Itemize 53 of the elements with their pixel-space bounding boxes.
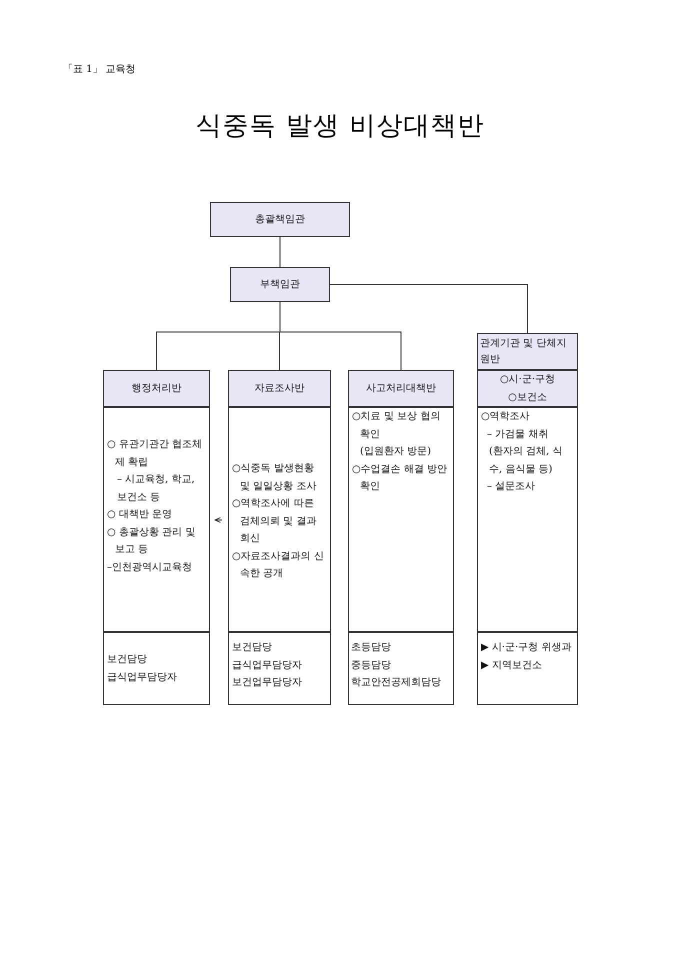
connector-line: [330, 284, 528, 334]
duty-text: ○ 유관기관간 협조체제 확립: [107, 438, 204, 470]
group-name: 총괄책임관: [255, 212, 305, 227]
staff-box: [228, 632, 331, 705]
duty-box: [103, 407, 210, 632]
duty-box: [477, 407, 578, 632]
header-box: [348, 370, 454, 407]
staff-text: 급식업무담당자: [107, 670, 178, 684]
header-box: [230, 267, 330, 302]
staff-text: ▶ 지역보건소: [481, 658, 543, 672]
group-name: 사고처리대책반: [366, 382, 436, 396]
duty-text: (환자의 검체, 식수, 음식물 등): [488, 445, 564, 476]
staff-box: [477, 632, 578, 705]
duty-box: [228, 407, 331, 632]
group-name: 관계기관 및 단체지원반: [480, 336, 568, 366]
duty-text: – 가검물 채취: [486, 428, 550, 442]
header-box: [103, 370, 210, 407]
duty-box: [348, 407, 454, 632]
duty-text: ○식중독 발생현황 및 일일상황 조사: [232, 462, 318, 494]
arrow: [214, 517, 222, 523]
connector-line: [280, 302, 402, 370]
staff-box: [348, 632, 454, 705]
header-box: [210, 202, 350, 237]
header-label: 「표 1」 교육청: [63, 62, 136, 76]
staff-text: 보건담당: [107, 653, 148, 667]
duty-text: ○수업결손 해결 방안 확인: [352, 462, 448, 494]
header-box: [477, 333, 578, 370]
header-box: [477, 370, 578, 407]
header-box: [228, 370, 331, 407]
staff-box: [103, 632, 210, 705]
staff-text: 보건담당: [232, 641, 273, 655]
staff-text: 학교안전공제회담당: [351, 676, 442, 690]
staff-text: 초등담당: [351, 641, 392, 655]
duty-text: ○ 대책반 운영: [107, 508, 174, 522]
staff-text: 보건업무담당자: [232, 676, 303, 690]
duty-text: ○ 총괄상황 관리 및 보고 등: [107, 526, 196, 557]
group-name: 부책임관: [260, 278, 300, 292]
group-name: ○시·군·구청: [500, 372, 556, 386]
diagram-title: 식중독 발생 비상대책반: [194, 110, 486, 143]
staff-text: 급식업무담당자: [232, 658, 303, 672]
duty-text: ○치료 및 보상 협의 확인: [352, 410, 442, 442]
group-name: ○보건소: [508, 390, 547, 404]
duty-text: – 시교육청, 학교, 보건소 등: [116, 473, 196, 504]
duty-text: –인천광역시교육청: [107, 560, 193, 574]
duty-text: (입원환자 방문): [359, 445, 432, 459]
staff-text: 중등담당: [351, 658, 392, 672]
duty-text: ○역학조사: [481, 410, 531, 424]
staff-text: ▶ 시·군·구청 위생과: [481, 641, 572, 655]
duty-text: – 설문조사: [486, 480, 536, 494]
duty-text: ○자료조사결과의 신속한 공개: [232, 550, 325, 581]
duty-text: ○역학조사에 따른 검체의뢰 및 결과 회신: [232, 497, 318, 546]
group-name: 자료조사반: [254, 382, 304, 396]
group-name: 행정처리반: [132, 382, 182, 396]
